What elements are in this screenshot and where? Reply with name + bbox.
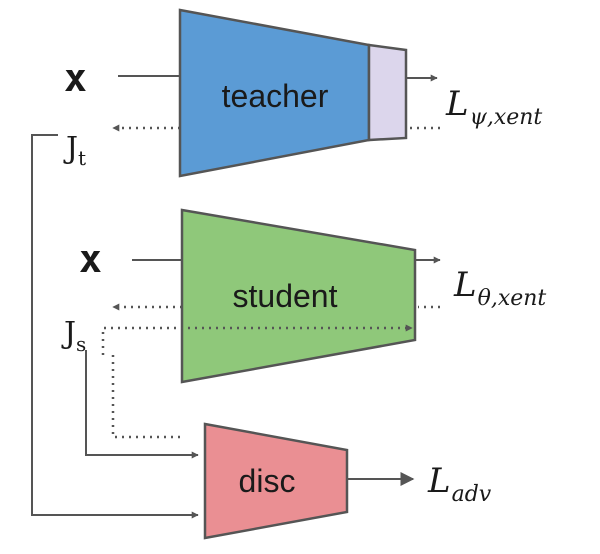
teacher-jacobian-label: Jt	[63, 131, 86, 170]
js-to-disc-arrow	[85, 350, 199, 459]
student-block	[180, 208, 417, 384]
disc-loss-label: Ladv	[427, 461, 492, 507]
teacher-head-block	[367, 43, 408, 142]
student-loss-label: Lθ,xent	[453, 265, 546, 311]
student-input-x: x	[79, 237, 102, 281]
teacher-label: teacher	[222, 78, 329, 114]
student-jacobian-label: Js	[61, 316, 86, 356]
disc-block	[203, 422, 349, 540]
js-to-student-output-dotted-arrow	[101, 324, 413, 355]
jt-to-disc-arrow	[31, 134, 199, 519]
js-to-disc-dotted-path	[111, 355, 180, 439]
student-label: student	[233, 278, 338, 314]
teacher-loss-label: Lψ,xent	[445, 84, 542, 130]
disc-label: disc	[239, 463, 296, 499]
teacher-input-x: x	[64, 56, 87, 100]
